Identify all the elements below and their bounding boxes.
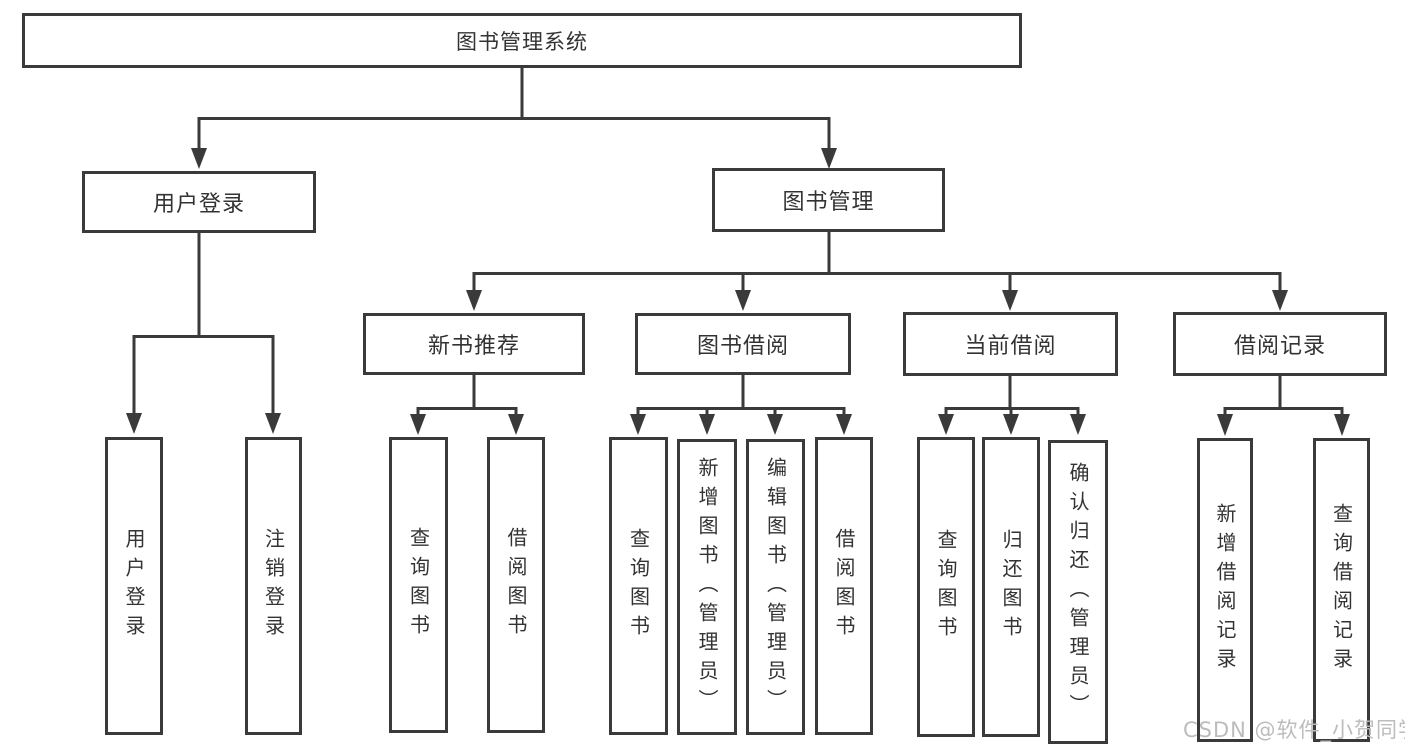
node-book-borrowing: 图书借阅	[635, 313, 851, 375]
leaf-add-books-admin: 新增图书（管理员）	[677, 439, 737, 735]
leaf-edit-books-admin: 编辑图书（管理员）	[746, 439, 805, 735]
arrow-down-icon	[410, 414, 426, 435]
leaf-query-books: 查询图书	[917, 437, 975, 737]
leaf-query-borrow-record: 查询借阅记录	[1313, 438, 1370, 742]
arrow-down-icon	[508, 414, 524, 435]
arrow-down-icon	[191, 148, 207, 169]
connector-line	[416, 407, 518, 417]
arrow-down-icon	[767, 414, 783, 435]
node-new-book-recommend: 新书推荐	[363, 313, 585, 375]
node-library-management-system: 图书管理系统	[22, 13, 1022, 68]
arrow-down-icon	[1272, 290, 1288, 311]
leaf-query-books: 查询图书	[609, 437, 668, 735]
leaf-logout: 注销登录	[245, 437, 302, 735]
leaf-confirm-return-admin: 确认归还（管理员）	[1048, 440, 1108, 744]
node-book-management: 图书管理	[712, 168, 945, 232]
connector-line	[636, 407, 846, 417]
arrow-down-icon	[1003, 414, 1019, 435]
leaf-query-books: 查询图书	[389, 437, 448, 733]
node-user-login: 用户登录	[82, 171, 316, 233]
arrow-down-icon	[1002, 290, 1018, 311]
connector-line	[132, 335, 275, 415]
arrow-down-icon	[735, 290, 751, 311]
node-current-borrowing: 当前借阅	[903, 312, 1118, 376]
connector-line	[1223, 407, 1344, 417]
arrow-down-icon	[699, 414, 715, 435]
arrow-down-icon	[466, 290, 482, 311]
arrow-down-icon	[836, 414, 852, 435]
leaf-add-borrow-record: 新增借阅记录	[1197, 438, 1253, 742]
leaf-return-books: 归还图书	[982, 437, 1040, 737]
node-borrowing-records: 借阅记录	[1173, 312, 1387, 376]
arrow-down-icon	[1070, 414, 1086, 435]
leaf-user-login: 用户登录	[105, 437, 163, 735]
connector-line	[197, 117, 831, 152]
arrow-down-icon	[265, 413, 281, 434]
arrow-down-icon	[821, 148, 837, 169]
csdn-watermark: CSDN @软件_小贺同学	[1183, 718, 1405, 742]
arrow-down-icon	[1217, 414, 1233, 436]
arrow-down-icon	[938, 414, 954, 435]
arrow-down-icon	[126, 413, 142, 434]
leaf-borrow-books: 借阅图书	[487, 437, 545, 733]
arrow-down-icon	[630, 414, 646, 435]
leaf-borrow-books: 借阅图书	[815, 437, 873, 735]
arrow-down-icon	[1334, 414, 1350, 436]
connector-line	[472, 272, 1282, 293]
